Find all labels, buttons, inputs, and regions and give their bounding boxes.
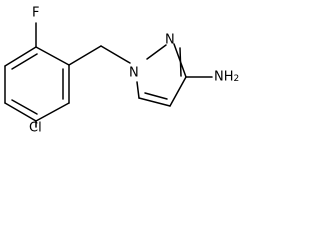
bond-c4-c5-double	[144, 92, 168, 100]
fluorine-label: F	[32, 6, 39, 21]
chlorine-label: Cl	[29, 121, 42, 136]
bond-ring-inner-c4-c5	[11, 99, 38, 115]
benzene-ring	[4, 46, 70, 122]
bond-ring-c4-c5	[4, 102, 37, 122]
bond-ring-c5-c6	[35, 102, 70, 122]
pyrazole-n2-label: N	[165, 33, 175, 48]
bond-methylene-n1	[100, 45, 131, 64]
bond-ring-methylene	[68, 45, 102, 66]
bond-c5-n1	[136, 81, 140, 99]
pyrazole-n1-label: N	[129, 66, 139, 81]
bond-c3-c4	[169, 76, 187, 107]
amine-nh-label: NH	[214, 70, 234, 85]
bond-ring-inner-c2-c3	[11, 53, 38, 70]
bond-ring-c2-c3	[4, 46, 37, 67]
bond-ring-c1-c2	[35, 46, 70, 66]
amine-subscript: 2	[234, 74, 240, 84]
bond-c4-c5	[138, 97, 171, 107]
amine-group-label: NH2	[214, 70, 239, 85]
bond-n2-c3-double	[179, 47, 182, 77]
bond-n1-n2	[146, 44, 167, 60]
chemical-structure: F Cl N N NH2	[4, 6, 239, 136]
pyrazole-ring	[136, 43, 187, 107]
